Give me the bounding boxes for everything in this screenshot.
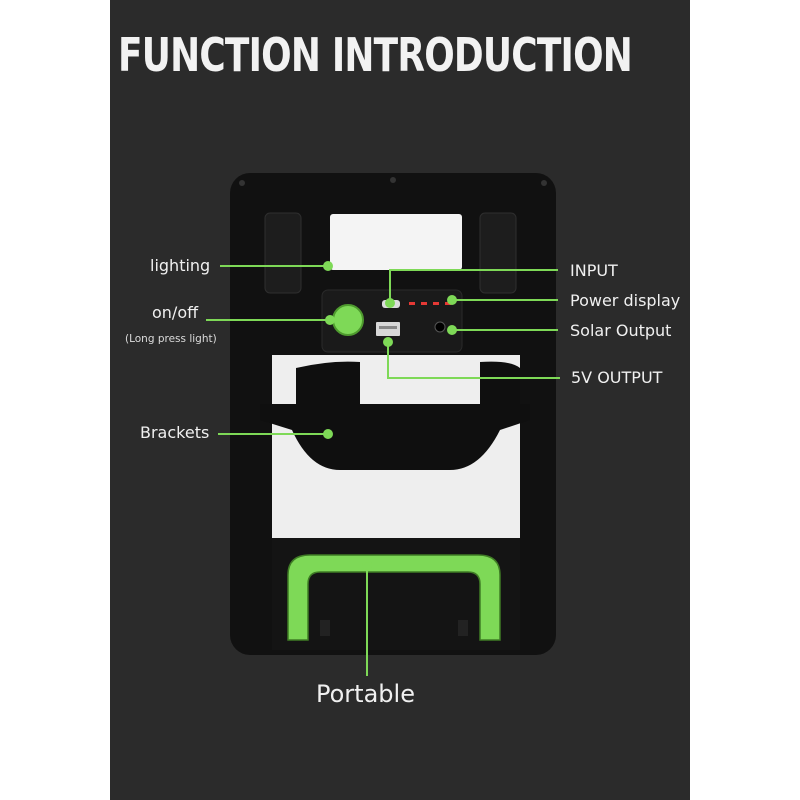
page-title: FUNCTION INTRODUCTION: [118, 28, 633, 82]
label-power-display: Power display: [570, 291, 681, 310]
label-lighting: lighting: [150, 256, 211, 275]
label-onoff: on/off: [152, 303, 199, 322]
screw-icon: [390, 177, 396, 183]
power-led: [409, 302, 415, 305]
power-led: [445, 302, 451, 305]
power-led: [421, 302, 427, 305]
carry-handle: [287, 554, 501, 641]
label-brackets: Brackets: [140, 423, 210, 442]
power-button-icon: [332, 304, 364, 336]
bracket-stand: [260, 404, 530, 470]
dc-jack-icon: [434, 321, 446, 333]
side-grip-right: [479, 212, 517, 294]
screw-icon: [239, 180, 245, 186]
callout-lines: [206, 261, 560, 676]
label-onoff-note: (Long press light): [125, 333, 217, 345]
label-5v-output: 5V OUTPUT: [571, 368, 663, 387]
label-solar-output: Solar Output: [570, 321, 672, 340]
power-led: [433, 302, 439, 305]
side-grip-left: [264, 212, 302, 294]
screw-icon: [541, 180, 547, 186]
label-input: INPUT: [570, 261, 618, 280]
lamp-light: [330, 214, 462, 270]
label-portable: Portable: [316, 680, 415, 708]
